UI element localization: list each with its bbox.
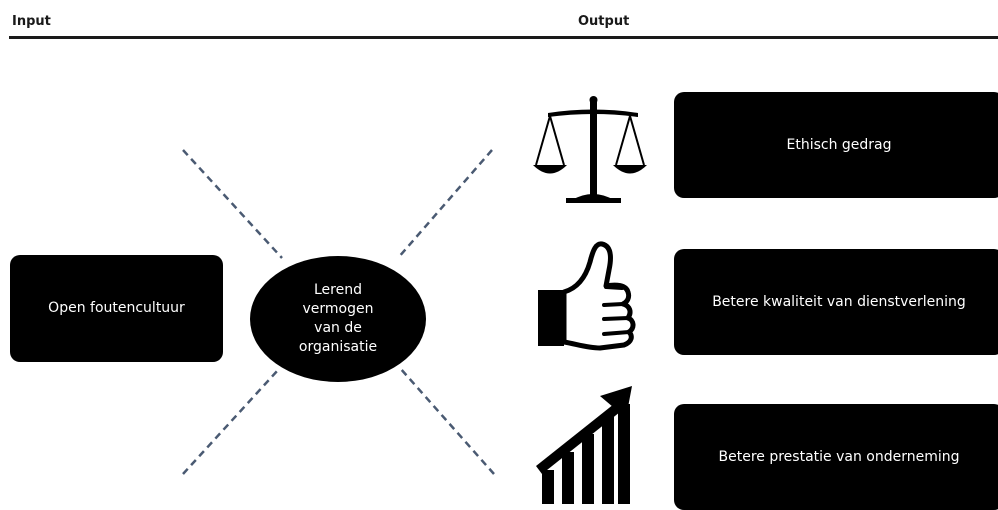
output-box-quality: Betere kwaliteit van dienstverlening (674, 249, 998, 355)
center-line-3: van de (314, 320, 362, 336)
center-ellipse: Lerend vermogen van de organisatie (250, 256, 426, 382)
connector-top-left (182, 149, 283, 259)
output-header: Output (578, 14, 630, 29)
center-label: Lerend vermogen van de organisatie (288, 281, 388, 357)
input-box: Open foutencultuur (10, 255, 223, 362)
center-line-2: vermogen (302, 300, 374, 317)
input-header: Input (12, 14, 51, 29)
header-divider (9, 36, 998, 39)
output-box-ethics: Ethisch gedrag (674, 92, 998, 198)
input-box-label: Open foutencultuur (48, 300, 185, 317)
center-line-4: organisatie (298, 339, 378, 356)
output-box-performance: Betere prestatie van onderneming (674, 404, 998, 510)
output-box-label: Betere prestatie van onderneming (718, 448, 960, 465)
output-box-label: Betere kwaliteit van dienstverlening (712, 293, 966, 310)
center-line-1: Lerend (314, 281, 362, 298)
output-box-label: Ethisch gedrag (786, 136, 892, 153)
